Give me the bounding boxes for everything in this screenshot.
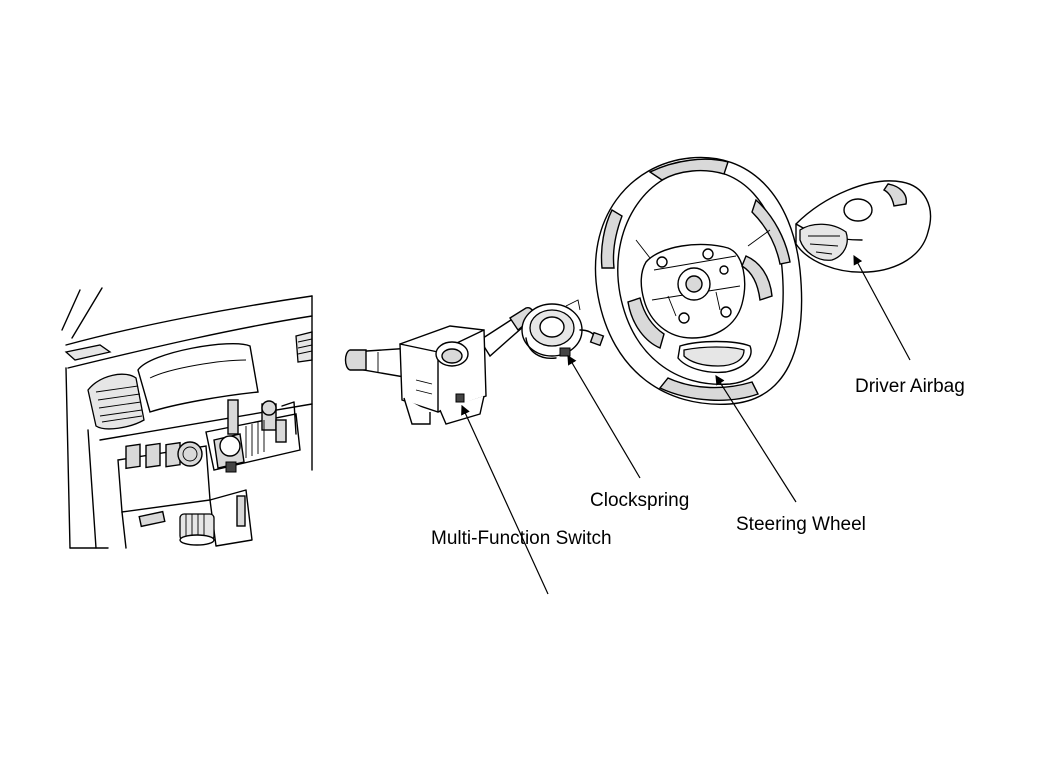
switch-panel [117, 441, 211, 513]
clockspring-illustration [521, 299, 605, 359]
leader-multi-function-switch [461, 404, 549, 595]
label-clockspring: Clockspring [590, 490, 689, 511]
left-air-vent [87, 373, 145, 430]
leader-steering-wheel [715, 374, 797, 503]
label-steering-wheel: Steering Wheel [736, 514, 866, 535]
label-driver-airbag: Driver Airbag [855, 376, 965, 397]
steering-column [205, 399, 301, 473]
steering-wheel-hub [640, 243, 746, 339]
leader-driver-airbag [853, 254, 911, 361]
right-air-vent [295, 331, 313, 363]
multi-function-switch-illustration [344, 307, 534, 425]
ignition-knob [138, 510, 215, 546]
driver-airbag-illustration [795, 180, 932, 273]
steering-wheel-illustration [594, 156, 803, 405]
label-multi-function-switch: Multi-Function Switch [431, 528, 612, 549]
dashboard-illustration [61, 287, 313, 549]
leader-clockspring [567, 354, 641, 479]
